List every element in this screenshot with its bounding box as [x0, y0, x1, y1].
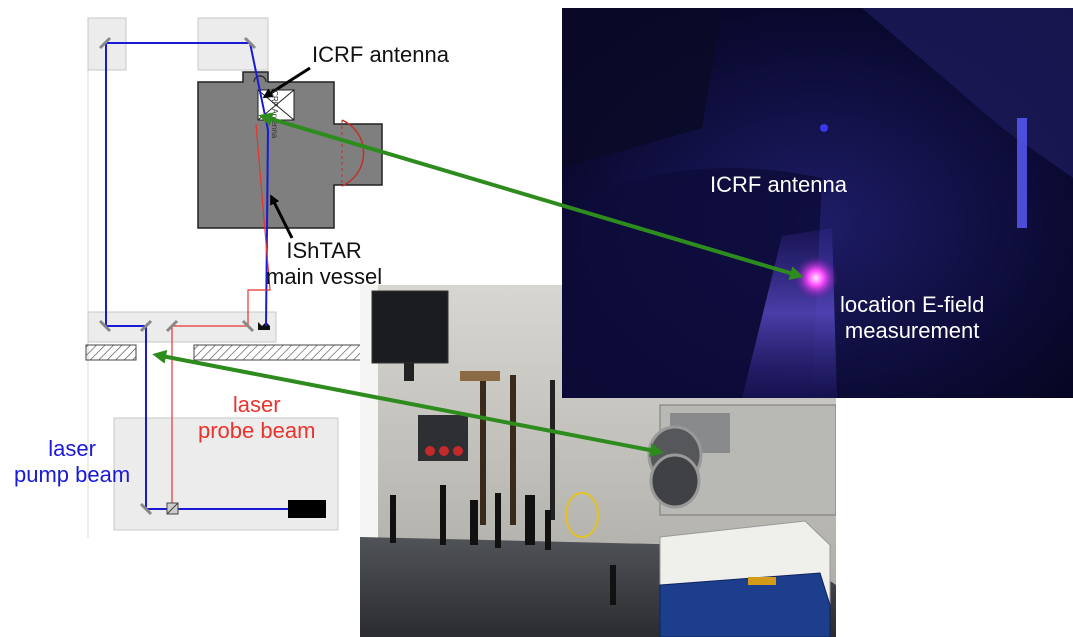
label-icrf-antenna-schematic: ICRF antenna [312, 42, 449, 67]
green-arrow-antenna [258, 112, 804, 280]
label-ishtar-line1: IShTAR [286, 238, 362, 263]
label-ishtar: IShTAR main vessel [266, 238, 382, 290]
post-7 [610, 565, 616, 605]
green-arrow-port [152, 349, 664, 457]
mirror-7 [139, 502, 153, 516]
blue-laser-unit [659, 572, 831, 637]
label-laser-probe-line1: laser [232, 392, 281, 417]
mirror-1 [98, 36, 112, 50]
mirror-3 [98, 319, 112, 333]
post-6 [545, 510, 551, 550]
laser-source [288, 500, 326, 518]
post-2 [440, 485, 446, 545]
post-3 [470, 500, 478, 545]
mirror-2 [243, 36, 257, 50]
blue-light-dot [820, 124, 828, 132]
label-ishtar-line2: main vessel [266, 264, 383, 289]
plasma-glow-spot [794, 256, 838, 300]
port-circle-lower [649, 453, 701, 509]
label-icrf-antenna-photo: ICRF antenna [710, 172, 847, 197]
mirror-4 [139, 319, 153, 333]
optical-posts [390, 485, 616, 605]
wall-segment-left [85, 344, 137, 361]
mirror-6 [241, 319, 255, 333]
label-laser-probe: laser probe beam [198, 392, 315, 444]
beam-splitter-diagonal [166, 502, 179, 515]
label-efield-line2: measurement [844, 318, 980, 343]
label-laser-pump: laser pump beam [14, 436, 130, 488]
post-5 [525, 495, 535, 545]
laser-label-strip [748, 577, 776, 585]
label-efield-location: location E-field measurement [840, 292, 984, 344]
mirror-5 [165, 319, 179, 333]
label-laser-pump-line2: pump beam [14, 462, 131, 487]
label-efield-line1: location E-field [840, 292, 985, 317]
icrf-pointer-arrow [262, 66, 311, 99]
mirrors [98, 36, 257, 516]
fibre-coil [565, 492, 599, 538]
label-laser-probe-line2: probe beam [198, 418, 316, 443]
blue-light-strip [1017, 118, 1027, 228]
top-arc [253, 75, 267, 83]
label-laser-pump-line1: laser [48, 436, 96, 461]
post-4 [495, 493, 501, 548]
post-1 [390, 495, 396, 543]
